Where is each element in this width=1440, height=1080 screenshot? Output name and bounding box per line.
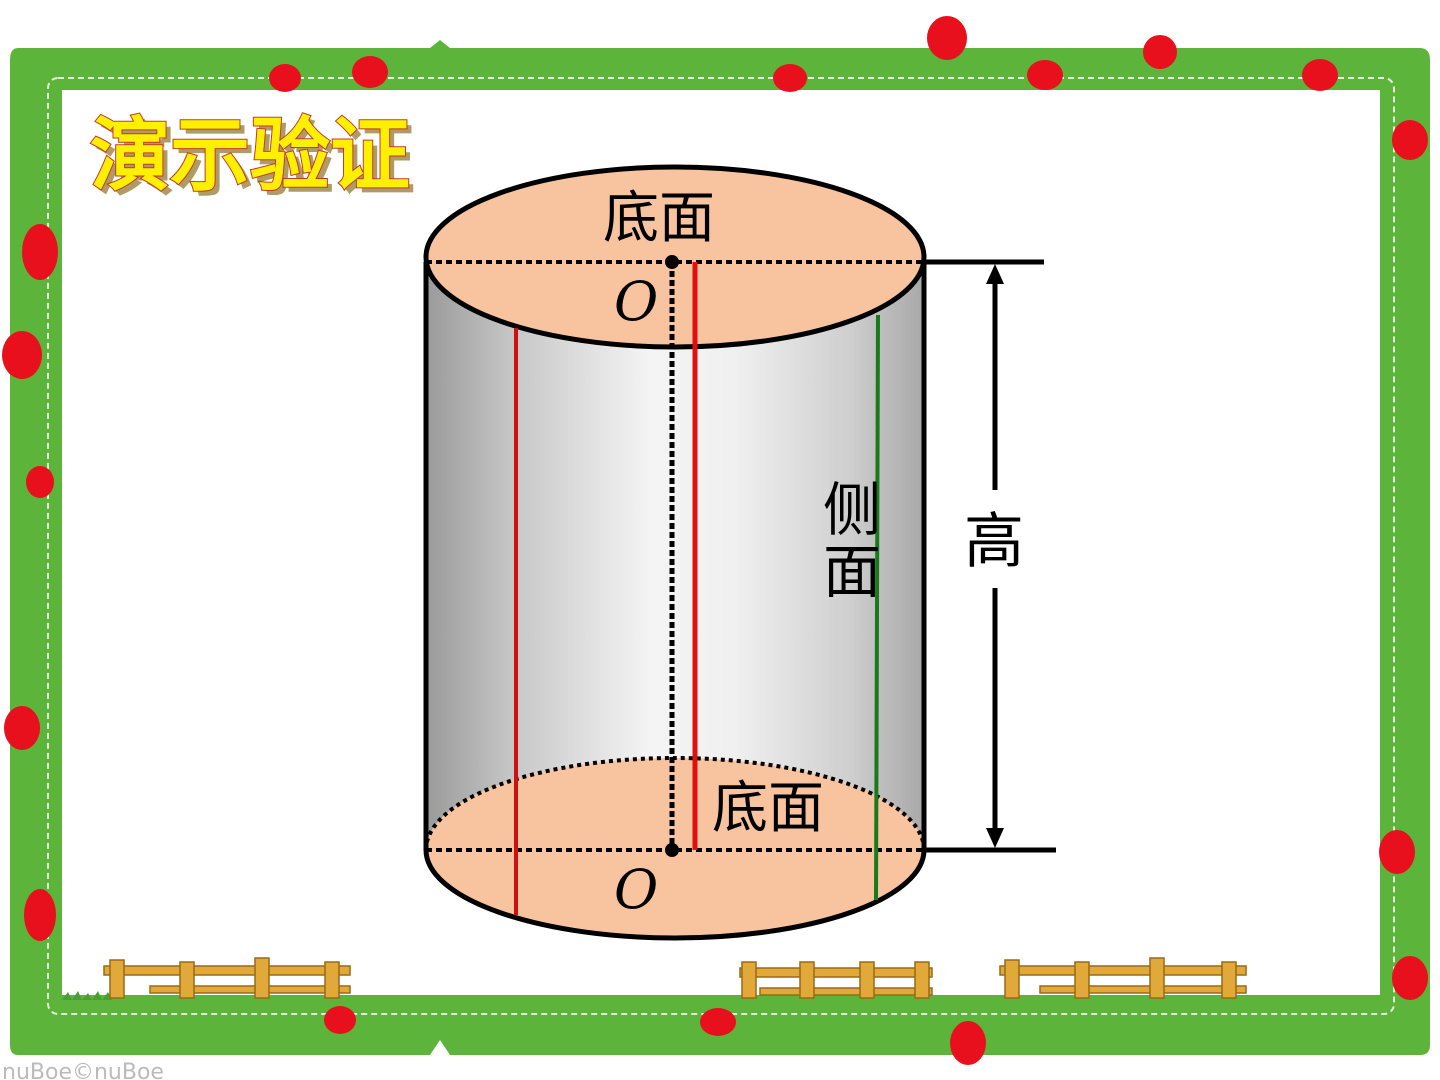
top-center-point bbox=[665, 255, 679, 269]
bottom-base-label: 底面 bbox=[712, 776, 824, 841]
lateral-label-1: 侧 bbox=[823, 476, 881, 544]
lateral-surface bbox=[426, 262, 924, 938]
top-center-label: O bbox=[614, 270, 658, 333]
frame-inner-stitch bbox=[47, 77, 1395, 1015]
height-arrowhead-down bbox=[986, 828, 1004, 848]
green-element-line bbox=[874, 314, 880, 901]
bottom-base-back-edge bbox=[424, 756, 926, 851]
bottom-base-back-fill bbox=[426, 758, 924, 850]
bottom-center-point bbox=[665, 843, 679, 857]
height-arrowhead-up bbox=[986, 264, 1004, 284]
fence-decoration bbox=[103, 957, 1247, 999]
bottom-center-label: O bbox=[614, 858, 658, 921]
title-shadow: 演示验证 bbox=[95, 114, 415, 207]
lateral-label-2: 面 bbox=[823, 538, 881, 606]
cylinder-diagram: 底面 O 底面 O 侧 面 bbox=[423, 164, 927, 941]
top-base-label: 底面 bbox=[603, 186, 715, 251]
height-dimension: 高 bbox=[924, 259, 1056, 853]
red-dot-decoration bbox=[2, 16, 1428, 1065]
watermark: nuBoe©nuBoe bbox=[2, 1060, 164, 1080]
title-text: 演示验证 bbox=[90, 109, 410, 202]
height-label: 高 bbox=[964, 507, 1024, 577]
bottom-base-front-edge bbox=[423, 849, 927, 941]
grass-decoration bbox=[62, 991, 1380, 1005]
page-title: 演示验证 演示验证 bbox=[89, 108, 415, 207]
